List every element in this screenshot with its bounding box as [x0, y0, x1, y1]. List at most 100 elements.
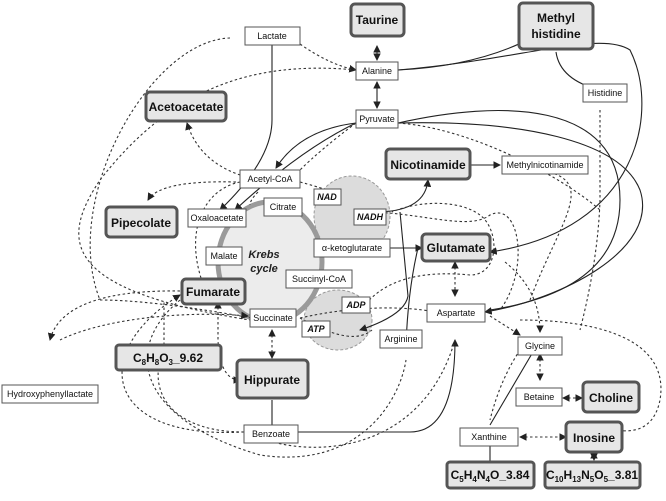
node-taurine: Taurine — [349, 2, 406, 38]
xanthine-label: Xanthine — [471, 432, 507, 442]
nad-label: NAD — [317, 192, 337, 202]
malate-label: Malate — [210, 251, 237, 261]
succinate-label: Succinate — [253, 313, 293, 323]
hippurate-label: Hippurate — [244, 373, 300, 387]
node-arginine: Arginine — [379, 329, 423, 349]
inosine-label: Inosine — [573, 431, 615, 445]
edge-benzoate-c8 — [154, 359, 245, 433]
edge-fumarate-hydroxyphenyllactate — [47, 290, 181, 341]
c10h13n5o5-label: C10H13N5O5_3.81 — [546, 468, 638, 484]
node-betaine: Betaine — [515, 387, 563, 407]
adp-label: ADP — [345, 300, 366, 310]
c5h4n4o-label: C5H4N4O_3.84 — [451, 468, 530, 484]
taurine-label: Taurine — [356, 13, 399, 27]
node-nad: NAD — [313, 188, 342, 206]
node-alpha-ketoglutarate: α-ketoglutarate — [313, 238, 391, 258]
histidine-label: Histidine — [588, 88, 623, 98]
node-fumarate: Fumarate — [180, 277, 247, 306]
methylnicotinamide-label: Methylnicotinamide — [506, 160, 583, 170]
nicotinamide-label: Nicotinamide — [390, 158, 466, 172]
edge-benzoate-fumarate — [121, 294, 245, 434]
betaine-label: Betaine — [524, 392, 555, 402]
edge-succinate-atp — [299, 317, 373, 337]
edge-acetylcoa-pipecolate — [147, 181, 237, 201]
node-oxaloacetate: Oxaloacetate — [187, 208, 247, 228]
node-hippurate: Hippurate — [235, 358, 310, 400]
node-acetyl-coa: Acetyl-CoA — [239, 169, 301, 189]
edge-adp-loop — [359, 202, 495, 313]
node-acetoacetate: Acetoacetate — [144, 90, 228, 123]
node-inosine: Inosine — [564, 420, 624, 454]
edge-methylhistidine-glutamate — [397, 42, 643, 255]
edge-lactate-oxaloacetate — [219, 44, 273, 211]
edge-nadh-aspartate — [374, 211, 519, 311]
oxaloacetate-label: Oxaloacetate — [190, 213, 243, 223]
alanine-label: Alanine — [362, 66, 392, 76]
alpha-ketoglutarate-label: α-ketoglutarate — [322, 243, 382, 253]
node-pyruvate: Pyruvate — [355, 109, 399, 129]
node-methyl-histidine: Methyl histidine — [517, 1, 595, 51]
node-succinyl-coa: Succinyl-CoA — [285, 269, 353, 289]
edge-pyruvate-oxaloacetate — [234, 122, 357, 211]
methyl-histidine-label-line1: Methyl — [537, 11, 575, 25]
edge-aspartate-glycine — [489, 315, 521, 336]
krebs-cycle-label-line2: cycle — [250, 263, 278, 275]
edge-left-succinate — [99, 299, 253, 319]
node-glutamate: Glutamate — [420, 232, 492, 263]
edge-pyruvate-right — [397, 122, 601, 211]
edge-fumarate-arginine — [146, 299, 407, 458]
edge-glycine-xanthine — [489, 349, 521, 421]
choline-label: Choline — [589, 391, 633, 405]
edge-lactate-left — [89, 37, 231, 301]
pipecolate-label: Pipecolate — [111, 216, 171, 230]
node-pipecolate: Pipecolate — [104, 205, 179, 239]
node-hydroxyphenyllactate: Hydroxyphenyllactate — [1, 384, 99, 404]
benzoate-label: Benzoate — [252, 429, 290, 439]
succinyl-coa-label: Succinyl-CoA — [292, 274, 346, 284]
aspartate-label: Aspartate — [437, 308, 476, 318]
citrate-label: Citrate — [270, 202, 297, 212]
methyl-histidine-label-line2: histidine — [531, 27, 581, 41]
node-lactate: Lactate — [244, 26, 301, 46]
fumarate-label: Fumarate — [186, 285, 240, 299]
node-c10h13n5o5: C10H13N5O5_3.81 — [543, 460, 642, 490]
node-c5h4n4o: C5H4N4O_3.84 — [445, 460, 536, 490]
edge-hydroxy-succinate — [59, 311, 249, 341]
atp-label: ATP — [306, 324, 325, 334]
edge-benzoate-aspartate — [296, 339, 459, 433]
node-xanthine: Xanthine — [459, 427, 519, 447]
edge-glutamate-glycine — [504, 261, 544, 333]
node-benzoate: Benzoate — [243, 424, 299, 444]
edge-lactate-alanine — [299, 43, 357, 73]
node-nicotinamide: Nicotinamide — [384, 147, 472, 181]
c8h8o3-label: C8H8O3_9.62 — [133, 351, 203, 367]
node-adp: ADP — [341, 296, 371, 314]
node-glycine: Glycine — [517, 336, 563, 356]
pyruvate-label: Pyruvate — [359, 114, 395, 124]
node-methylnicotinamide: Methylnicotinamide — [501, 155, 589, 175]
node-choline: Choline — [581, 380, 641, 414]
edge-succinate-aspartate — [299, 307, 456, 319]
hydroxyphenyllactate-label: Hydroxyphenyllactate — [7, 389, 93, 399]
node-malate: Malate — [205, 246, 243, 266]
node-c8h8o3: C8H8O3_9.62 — [114, 343, 223, 372]
edge-acetylcoa-citrate — [249, 191, 259, 206]
edge-pyruvate-acetylcoa-dashed — [299, 122, 357, 171]
edge-to-atp — [359, 211, 409, 332]
acetyl-coa-label: Acetyl-CoA — [247, 174, 292, 184]
edge-histidine-glycine — [579, 110, 601, 331]
glycine-label: Glycine — [525, 341, 555, 351]
node-aspartate: Aspartate — [426, 303, 486, 323]
node-alanine: Alanine — [355, 61, 399, 81]
node-succinate: Succinate — [249, 308, 297, 328]
edge-acetoacetate-acetylcoa — [185, 122, 251, 179]
node-citrate: Citrate — [263, 197, 303, 217]
node-histidine: Histidine — [582, 83, 628, 103]
edge-pyruvate-aspartate-2 — [397, 109, 621, 311]
edge-pyruvate-acetylcoa — [275, 122, 357, 169]
glutamate-label: Glutamate — [427, 241, 486, 255]
node-atp: ATP — [301, 320, 331, 338]
nadh-label: NADH — [357, 212, 383, 222]
lactate-label: Lactate — [257, 31, 287, 41]
